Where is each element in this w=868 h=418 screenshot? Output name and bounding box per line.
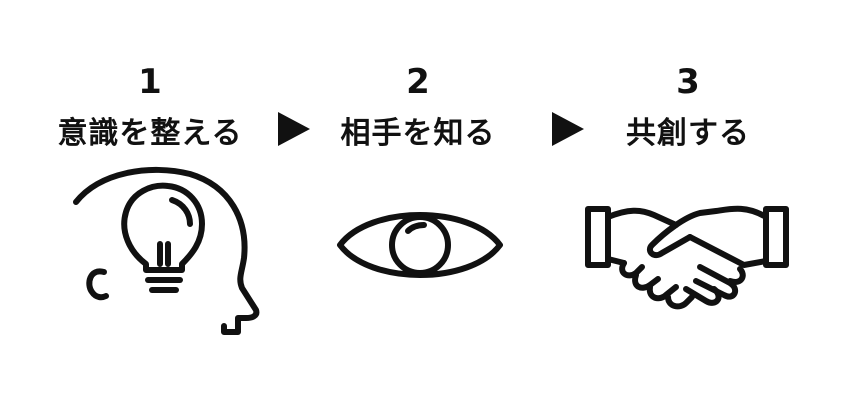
step-label: 意識を整える <box>57 116 243 151</box>
handshake-icon <box>585 205 789 310</box>
step-number: 2 <box>406 62 430 102</box>
step-1: 1 意識を整える <box>20 0 280 418</box>
step-label: 相手を知る <box>340 116 496 151</box>
triangle-right-icon <box>278 112 310 146</box>
step-number: 1 <box>138 62 162 102</box>
head-lightbulb-icon <box>73 166 260 335</box>
step-label: 共創する <box>626 116 750 151</box>
triangle-right-icon <box>552 112 584 146</box>
step-3: 3 共創する <box>558 0 818 418</box>
eye-icon <box>337 212 503 278</box>
step-2: 2 相手を知る <box>288 0 548 418</box>
step-number: 3 <box>676 62 700 102</box>
